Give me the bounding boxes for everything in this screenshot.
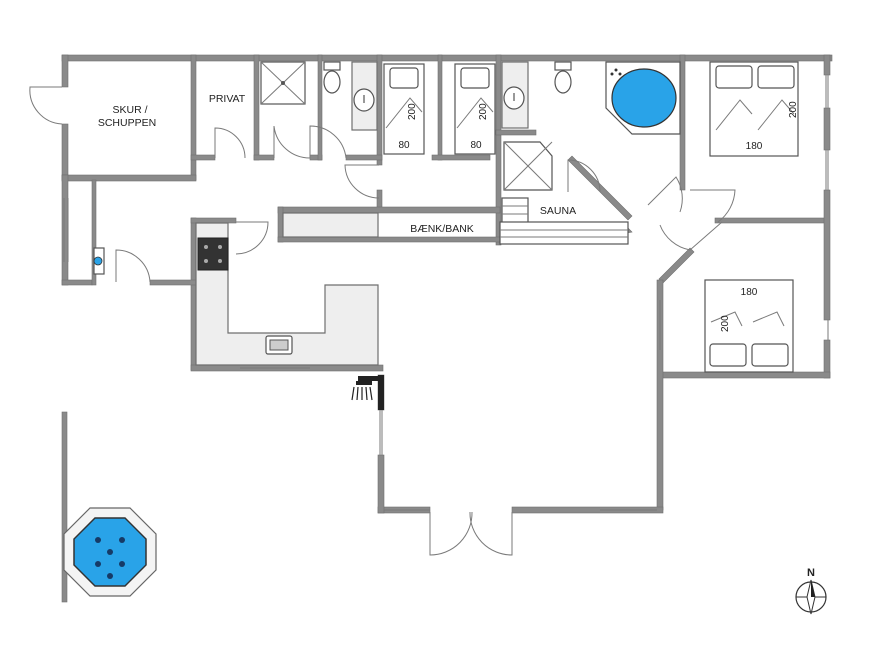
- bed-double-1: 200 180: [709, 61, 799, 157]
- shed-label-2: SCHUPPEN: [98, 117, 156, 129]
- toilet-icon: [323, 61, 341, 94]
- windows: [63, 75, 829, 511]
- bed-length: 200: [478, 103, 489, 120]
- sink-icon: [501, 61, 529, 129]
- shed-label-1: SKUR /: [112, 104, 147, 116]
- bed-width: 80: [470, 140, 482, 151]
- compass-icon: N: [795, 567, 827, 615]
- shower-icon: [351, 375, 384, 410]
- bed-single-2: 200 80: [454, 63, 496, 155]
- washing-machine-icon: [93, 247, 105, 275]
- toilet-icon: [554, 61, 572, 94]
- bed-double-2: 180 200: [704, 279, 794, 373]
- bed-width: 180: [746, 141, 763, 152]
- sink-icon: [351, 61, 378, 131]
- bed-length: 200: [720, 315, 731, 332]
- bed-length: 200: [407, 103, 418, 120]
- shower-cabin: [260, 61, 306, 105]
- bed-width: 80: [398, 140, 410, 151]
- north-label: N: [807, 567, 815, 579]
- bed-length: 200: [788, 101, 799, 118]
- kitchen: [195, 222, 379, 366]
- toilet-label: PRIVAT: [209, 93, 246, 105]
- bench-label: BÆNK/BANK: [410, 223, 474, 235]
- bed-single-1: 200 80: [383, 63, 425, 155]
- doors: [29, 86, 736, 556]
- sauna-label: SAUNA: [540, 205, 576, 217]
- hot-tub-icon: [63, 507, 157, 597]
- sauna: [499, 141, 629, 245]
- bed-width: 180: [741, 287, 758, 298]
- bathtub-icon: [605, 61, 681, 135]
- bench: [282, 212, 379, 238]
